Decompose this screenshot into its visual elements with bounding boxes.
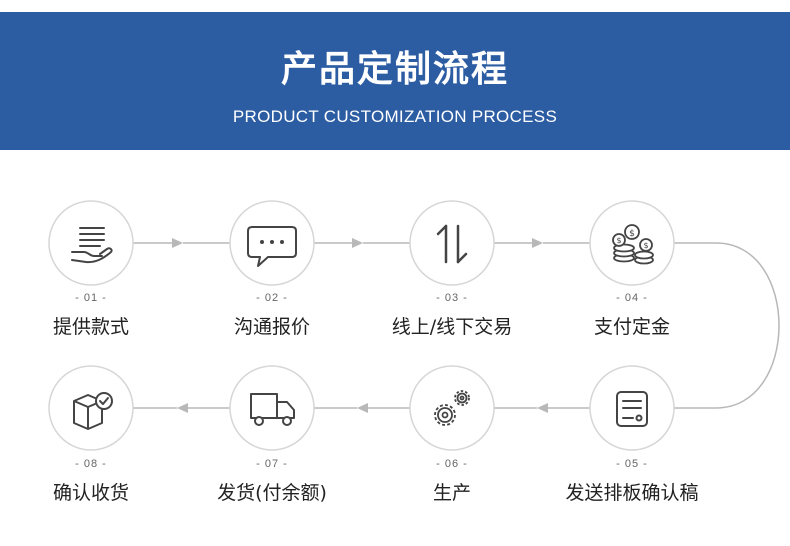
connectors-row-1 — [133, 238, 590, 248]
step-circle-08 — [48, 365, 134, 451]
step-label-06: 生产 — [432, 482, 471, 504]
step-number-03: - 03 - — [436, 292, 468, 304]
step-label-03: 线上/线下交易 — [391, 316, 513, 338]
step-number-04: - 04 - — [616, 292, 648, 304]
step-number-02: - 02 - — [256, 292, 288, 304]
step-circle-01 — [48, 200, 134, 286]
step-label-05: 发送排板确认稿 — [565, 482, 699, 504]
truck-icon — [250, 393, 295, 426]
header-banner: 产品定制流程 PRODUCT CUSTOMIZATION PROCESS — [0, 12, 790, 150]
connector-curve — [674, 242, 780, 409]
step-label-04: 支付定金 — [593, 316, 670, 338]
step-number-06: - 06 - — [436, 458, 468, 470]
svg-text:$: $ — [643, 241, 648, 250]
coins-icon: $ $ $ — [612, 224, 654, 265]
step-circle-07 — [229, 365, 315, 451]
step-label-08: 确认收货 — [52, 482, 129, 504]
step-number-07: - 07 - — [256, 458, 288, 470]
chat-bubble-icon — [247, 226, 297, 267]
hand-document-icon — [71, 227, 113, 264]
page-subtitle: PRODUCT CUSTOMIZATION PROCESS — [232, 107, 558, 126]
page-title: 产品定制流程 — [280, 49, 509, 90]
gears-icon — [434, 390, 470, 426]
step-label-02: 沟通报价 — [233, 316, 310, 338]
connectors-row-2 — [133, 403, 590, 413]
svg-text:$: $ — [616, 236, 621, 245]
step-number-01: - 01 - — [75, 292, 107, 304]
step-label-01: 提供款式 — [52, 316, 129, 338]
exchange-arrows-icon — [436, 224, 468, 264]
svg-text:$: $ — [629, 229, 635, 239]
step-circle-03 — [409, 200, 495, 286]
step-number-08: - 08 - — [75, 458, 107, 470]
step-circle-04 — [589, 200, 675, 286]
step-number-05: - 05 - — [616, 458, 648, 470]
step-label-07: 发货(付余额) — [217, 482, 327, 504]
top-margin — [0, 0, 790, 12]
document-icon — [616, 391, 648, 427]
box-check-icon — [73, 392, 113, 430]
